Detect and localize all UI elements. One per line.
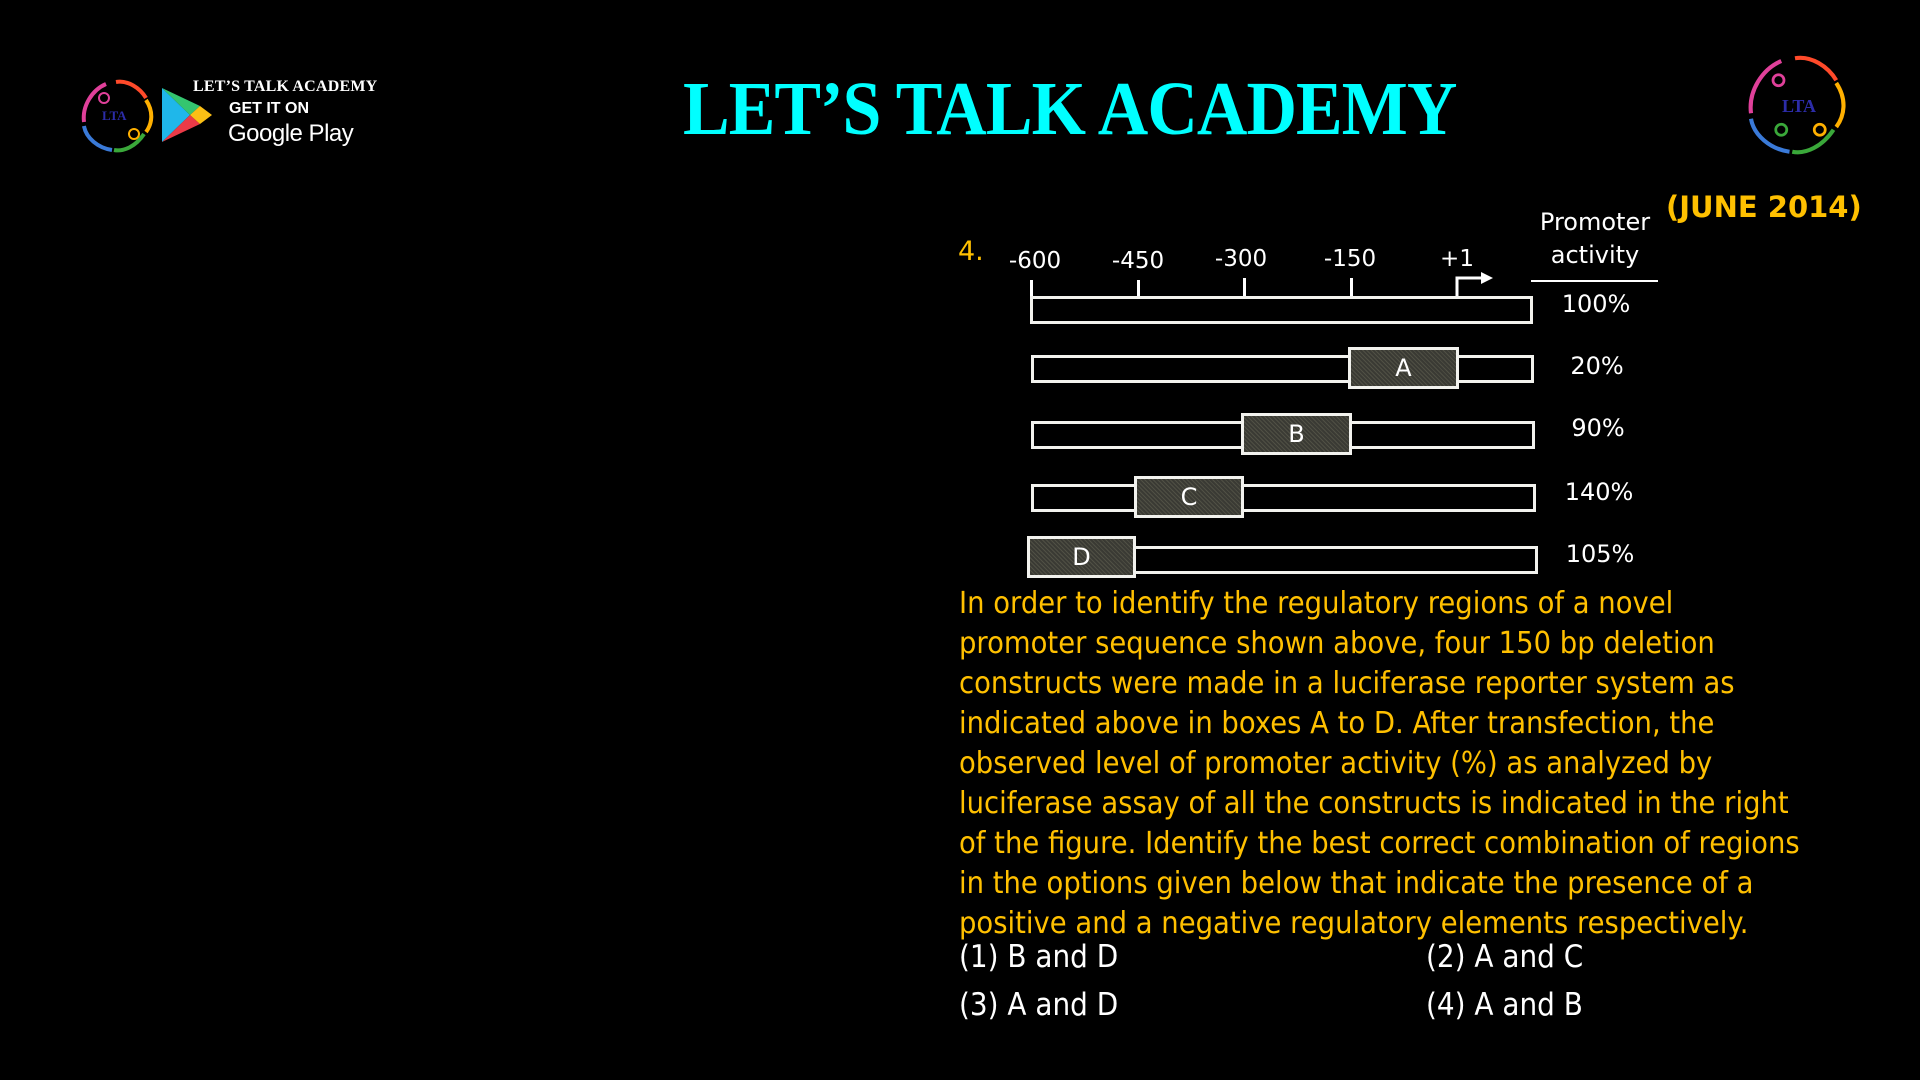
axis-tick-label: -150 [1323, 246, 1377, 272]
activity-header-underline [1531, 280, 1658, 282]
activity-value: 105% [1565, 540, 1635, 568]
activity-header-line1: Promoter [1539, 208, 1651, 236]
axis-tick-label: -300 [1214, 246, 1268, 272]
construct-bar-full [1030, 296, 1533, 324]
google-play-icon [162, 88, 212, 142]
axis-tick [1030, 280, 1033, 300]
question-number: 4. [958, 236, 984, 267]
activity-value: 90% [1571, 414, 1625, 442]
axis-tick-label: -600 [1008, 248, 1062, 274]
google-play-badge[interactable]: LET’S TALK ACADEMY GET IT ON Google Play [158, 78, 408, 153]
deletion-box-d: D [1027, 536, 1136, 578]
deletion-box-c: C [1134, 476, 1244, 518]
axis-tick-label: -450 [1111, 248, 1165, 274]
logo-text: LTA [102, 108, 127, 123]
badge-store-name: Google Play [228, 120, 354, 147]
question-text-line: constructs were made in a luciferase rep… [959, 666, 1735, 701]
question-text-line: positive and a negative regulatory eleme… [959, 906, 1749, 941]
question-text-line: of the figure. Identify the best correct… [959, 826, 1800, 861]
page-title: LET’S TALK ACADEMY [683, 67, 1457, 151]
deletion-box-a: A [1348, 347, 1459, 389]
axis-tick [1137, 280, 1140, 300]
option-1[interactable]: (1) B and D [959, 939, 1119, 975]
activity-header: Promoter activity [1530, 206, 1660, 272]
protein-ring-logo-icon [1748, 55, 1846, 155]
activity-value: 20% [1570, 352, 1624, 380]
activity-value: 140% [1564, 478, 1634, 506]
construct-bar-c [1031, 484, 1536, 512]
deletion-box-b: B [1241, 413, 1352, 455]
question-text-line: In order to identify the regulatory regi… [959, 586, 1674, 621]
question-text-line: observed level of promoter activity (%) … [959, 746, 1713, 781]
exam-year-label: (JUNE 2014) [1666, 190, 1862, 224]
left-logo: LTA [76, 76, 156, 156]
badge-brand: LET’S TALK ACADEMY [193, 78, 378, 95]
question-text-line: promoter sequence shown above, four 150 … [959, 626, 1715, 661]
transcription-start-arrow-icon [1455, 272, 1493, 300]
option-4[interactable]: (4) A and B [1426, 987, 1583, 1023]
question-text-line: in the options given below that indicate… [959, 866, 1754, 901]
axis-tick-label: +1 [1440, 246, 1474, 272]
question-text: In order to identify the regulatory regi… [959, 584, 1868, 944]
option-3[interactable]: (3) A and D [959, 987, 1119, 1023]
option-2[interactable]: (2) A and C [1426, 939, 1584, 975]
activity-header-line2: activity [1550, 241, 1640, 269]
badge-get-it-on: GET IT ON [229, 100, 309, 117]
axis-tick [1350, 278, 1353, 298]
activity-value: 100% [1561, 290, 1631, 318]
question-text-line: indicated above in boxes A to D. After t… [959, 706, 1715, 741]
protein-ring-logo-icon [81, 79, 154, 153]
axis-tick [1243, 278, 1246, 298]
logo-text: LTA [1782, 96, 1817, 116]
right-logo: LTA [1740, 50, 1850, 160]
question-text-line: luciferase assay of all the constructs i… [959, 786, 1789, 821]
